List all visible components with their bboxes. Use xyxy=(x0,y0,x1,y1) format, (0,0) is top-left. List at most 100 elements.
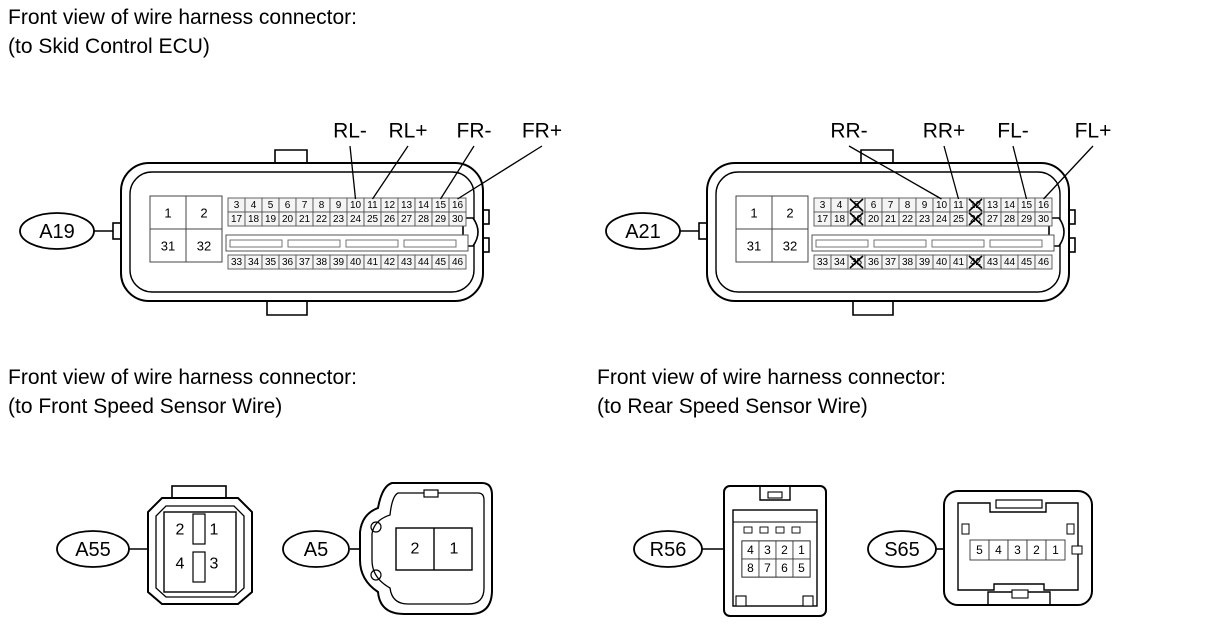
pin-9: 9 xyxy=(336,200,342,211)
pin-4: 4 xyxy=(837,200,843,211)
pin-44: 44 xyxy=(1004,257,1016,268)
connector-tag-label: S65 xyxy=(884,539,920,561)
top-key xyxy=(995,499,1043,509)
side-guide xyxy=(1071,545,1083,555)
pin-41: 41 xyxy=(367,257,379,268)
unused-pin-cross xyxy=(849,198,864,212)
pin-4: 4 xyxy=(251,200,257,211)
pin-2: 2 xyxy=(411,541,420,558)
terminal-slot xyxy=(192,513,206,545)
unused-pin-cross xyxy=(968,255,983,269)
connector-tag-oval xyxy=(867,530,937,568)
big-pin-1: 1 xyxy=(164,206,171,221)
pin-7: 7 xyxy=(888,200,894,211)
pin-13: 13 xyxy=(987,200,999,211)
bottom-latch xyxy=(852,298,894,316)
pin-39: 39 xyxy=(333,257,345,268)
connector-tag-oval xyxy=(19,212,95,250)
lead-line xyxy=(349,145,357,200)
pin-4: 4 xyxy=(995,543,1002,557)
pin-cell xyxy=(448,254,467,270)
pin-38: 38 xyxy=(316,257,328,268)
pin-1: 1 xyxy=(210,522,219,539)
pin-13: 13 xyxy=(401,200,413,211)
pin-8: 8 xyxy=(905,200,911,211)
pin-25: 25 xyxy=(367,214,379,225)
pin-24: 24 xyxy=(350,214,362,225)
left-notch xyxy=(698,222,708,240)
pin-cell xyxy=(1045,539,1066,561)
pin-43: 43 xyxy=(401,257,413,268)
guide-slot xyxy=(931,239,985,248)
pin-23: 23 xyxy=(919,214,931,225)
pin-1: 1 xyxy=(798,543,805,557)
pin-cell xyxy=(1034,254,1053,270)
pin-3: 3 xyxy=(1014,543,1021,557)
pin-36: 36 xyxy=(868,257,880,268)
pin-cell xyxy=(1034,211,1053,227)
pin-29: 29 xyxy=(1021,214,1033,225)
terminal-window xyxy=(791,526,801,534)
connector-inner-wall xyxy=(957,502,1079,591)
pin-6: 6 xyxy=(871,200,877,211)
pin-15: 15 xyxy=(1021,200,1033,211)
connector-inner-wall xyxy=(155,505,245,598)
pin-10: 10 xyxy=(936,200,948,211)
top-latch xyxy=(171,485,227,499)
big-pin-32: 32 xyxy=(783,239,797,254)
bottom-latch xyxy=(266,298,308,316)
big-pin-cell xyxy=(149,228,187,263)
lead-line xyxy=(439,145,475,200)
top-latch xyxy=(759,486,791,501)
pin-23: 23 xyxy=(333,214,345,225)
guide-slot xyxy=(403,239,457,248)
lead-label-frminus: FR- xyxy=(457,120,492,143)
left-notch xyxy=(112,222,122,240)
side-guide xyxy=(1066,523,1075,535)
pin-20: 20 xyxy=(868,214,880,225)
pin-44: 44 xyxy=(418,257,430,268)
big-pin-cell xyxy=(771,195,809,230)
terminal-window xyxy=(743,526,753,534)
pin-4: 4 xyxy=(176,556,185,573)
pin-28: 28 xyxy=(1004,214,1016,225)
pin-30: 30 xyxy=(1038,214,1050,225)
pin-21: 21 xyxy=(885,214,897,225)
screw-boss xyxy=(370,521,382,533)
connector-tag-label: A5 xyxy=(304,539,328,561)
pin-2: 2 xyxy=(781,543,788,557)
pin-3: 3 xyxy=(764,543,771,557)
pin-40: 40 xyxy=(350,257,362,268)
lock-tab xyxy=(423,489,439,498)
pin-14: 14 xyxy=(418,200,430,211)
connector-inner-wall xyxy=(371,492,485,605)
pin-10: 10 xyxy=(350,200,362,211)
pin-cell xyxy=(792,558,811,578)
pin-21: 21 xyxy=(299,214,311,225)
top-latch xyxy=(274,149,308,165)
pin-27: 27 xyxy=(987,214,999,225)
big-pin-2: 2 xyxy=(200,206,207,221)
lead-line xyxy=(943,145,960,200)
connector-inner-wall xyxy=(732,509,818,607)
connector-tag-oval xyxy=(56,530,130,568)
lead-label-flplus: FL+ xyxy=(1075,120,1112,143)
pin-45: 45 xyxy=(1021,257,1033,268)
pin-22: 22 xyxy=(316,214,328,225)
guide-slot xyxy=(815,239,869,248)
connector-tag-oval xyxy=(282,530,350,568)
pin-17: 17 xyxy=(817,214,829,225)
pin-43: 43 xyxy=(987,257,999,268)
pin-16: 16 xyxy=(452,200,464,211)
unused-pin-cross xyxy=(849,212,864,226)
pin-2: 2 xyxy=(1033,543,1040,557)
pin-11: 11 xyxy=(367,200,378,211)
pin-41: 41 xyxy=(953,257,965,268)
lead-line xyxy=(457,145,543,200)
pin-39: 39 xyxy=(919,257,931,268)
pin-3: 3 xyxy=(234,200,240,211)
